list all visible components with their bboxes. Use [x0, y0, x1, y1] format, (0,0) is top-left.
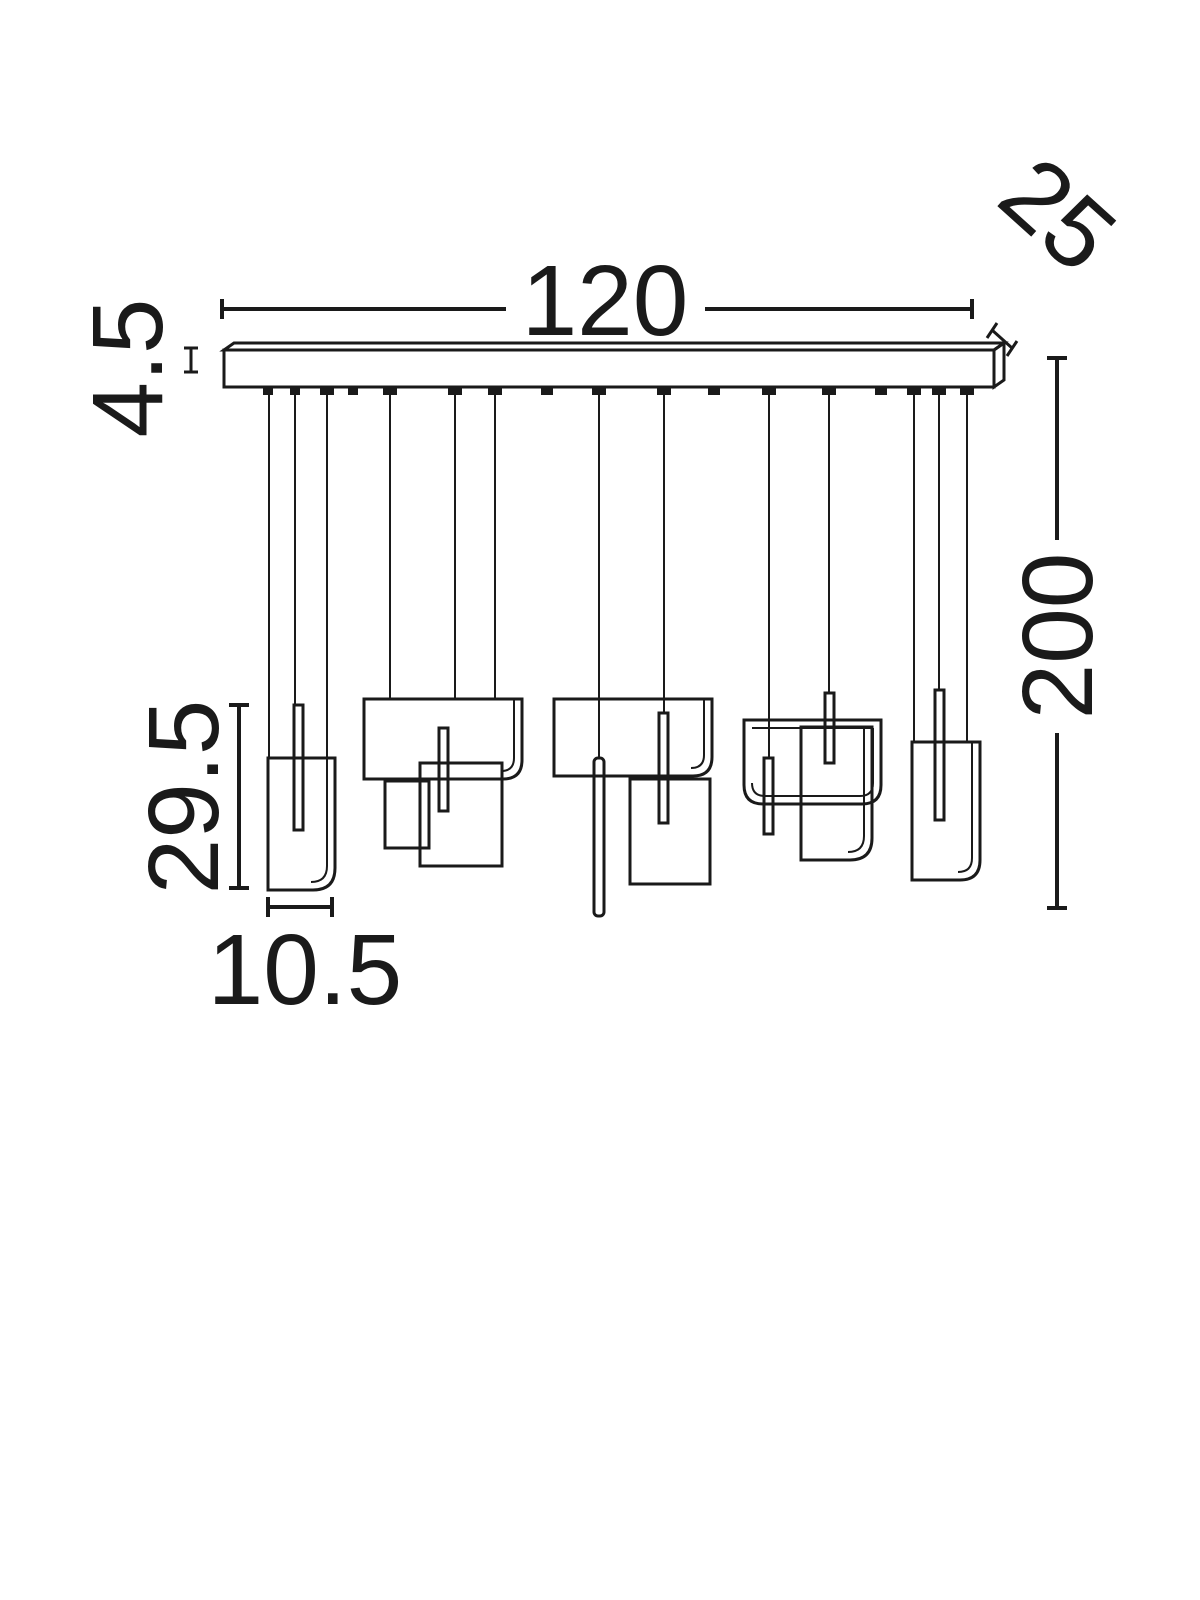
- canopy-height-label: 4.5: [72, 298, 184, 437]
- depth-label: 25: [979, 136, 1137, 294]
- canopy-bar: [219, 340, 1009, 390]
- depth-dimension: 25: [979, 136, 1137, 357]
- shade-width-label: 10.5: [208, 914, 403, 1026]
- total-height-dimension: 200: [1002, 356, 1114, 910]
- pendant-shade-5: [910, 688, 982, 882]
- mount-points: [263, 387, 974, 395]
- suspension-wires: [268, 395, 968, 758]
- length-label: 120: [522, 245, 689, 357]
- pendant-shade-3: [552, 697, 714, 918]
- shade-width-dimension: 10.5: [208, 897, 403, 1026]
- shade-height-label: 29.5: [128, 700, 240, 895]
- pendant-shade-4: [742, 691, 883, 862]
- total-height-label: 200: [1002, 553, 1114, 720]
- pendant-shade-2: [362, 697, 524, 868]
- canopy-height-dimension: 4.5: [72, 298, 198, 438]
- pendant-shade-1: [266, 703, 337, 892]
- length-dimension: 120: [220, 245, 974, 357]
- shade-height-dimension: 29.5: [128, 700, 249, 895]
